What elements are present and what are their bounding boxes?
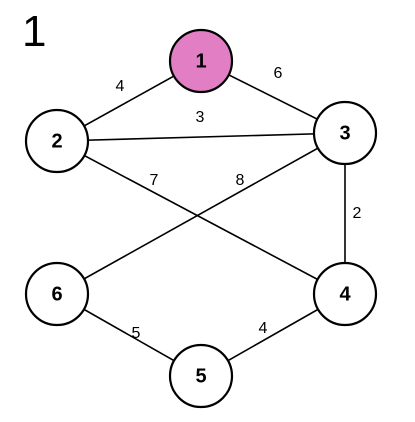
node-label-2: 2	[51, 130, 62, 152]
node-circle-2	[24, 108, 90, 174]
edge-labels-layer: 4 6 3 7 8 2 5 4	[116, 65, 362, 342]
edge-weight-1-2: 4	[116, 78, 125, 95]
edge-2-4	[56, 140, 346, 295]
node-label-1: 1	[195, 50, 206, 72]
node-2: 2	[24, 108, 90, 174]
edge-2-3	[56, 132, 346, 142]
node-circle-3	[312, 100, 378, 166]
node-label-5: 5	[195, 365, 206, 387]
node-1: 1	[168, 28, 234, 94]
node-6: 6	[24, 261, 90, 327]
node-label-6: 6	[51, 283, 62, 305]
nodes-layer: 1 2 3 4 5 6	[24, 28, 378, 409]
edge-3-6	[56, 132, 346, 295]
edge-weight-3-6: 8	[236, 172, 245, 189]
node-5: 5	[168, 343, 234, 409]
edge-weight-3-4: 2	[353, 205, 362, 222]
node-label-3: 3	[339, 122, 350, 144]
edge-weight-2-4: 7	[150, 172, 159, 189]
node-label-4: 4	[339, 283, 351, 305]
edge-weight-4-5: 4	[259, 320, 268, 337]
step-number-label: 1	[22, 7, 47, 56]
node-4: 4	[312, 261, 378, 327]
node-circle-6	[24, 261, 90, 327]
node-circle-5	[168, 343, 234, 409]
node-circle-1	[168, 28, 234, 94]
node-3: 3	[312, 100, 378, 166]
node-circle-4	[312, 261, 378, 327]
edge-weight-1-3: 6	[274, 65, 283, 82]
edge-weight-6-5: 5	[132, 325, 141, 342]
edge-weight-2-3: 3	[196, 109, 205, 126]
